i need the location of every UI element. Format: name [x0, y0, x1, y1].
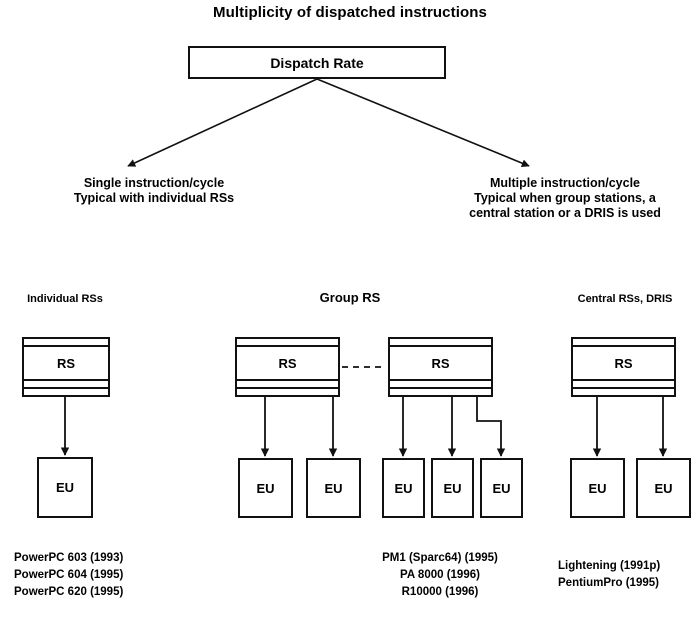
section-heading-group-rs: Group RS — [319, 290, 381, 305]
rs-label: RS — [431, 355, 450, 371]
rs-band-top — [237, 345, 338, 347]
rs-band-top — [573, 345, 674, 347]
dispatch-rate-label: Dispatch Rate — [270, 54, 364, 71]
rs-band-lower-1 — [24, 379, 108, 381]
eu-box-individual-1: EU — [37, 457, 93, 518]
processor-list-group: PM1 (Sparc64) (1995) PA 8000 (1996) R100… — [382, 552, 498, 598]
rs-box-group-left: RS — [235, 337, 340, 397]
eu-label: EU — [443, 480, 462, 496]
rs-band-top — [24, 345, 108, 347]
eu-label: EU — [324, 480, 343, 496]
eu-box-group-3: EU — [382, 458, 425, 518]
arrow-rs-to-eu-group-5 — [476, 397, 506, 457]
rs-band-lower-1 — [573, 379, 674, 381]
eu-box-group-5: EU — [480, 458, 523, 518]
eu-box-group-4: EU — [431, 458, 474, 518]
arrow-dispatch-to-multiple — [316, 78, 530, 167]
eu-box-group-1: EU — [238, 458, 293, 518]
eu-label: EU — [55, 480, 75, 495]
eu-label: EU — [492, 480, 511, 496]
dispatch-rate-box: Dispatch Rate — [188, 46, 446, 79]
eu-label: EU — [256, 480, 275, 496]
rs-box-group-right: RS — [388, 337, 493, 397]
rs-band-lower-2 — [24, 387, 108, 389]
arrow-dispatch-to-single — [127, 78, 318, 167]
rs-box-central: RS — [571, 337, 676, 397]
rs-label: RS — [614, 355, 633, 371]
section-heading-individual-rss: Individual RSs — [27, 293, 103, 305]
rs-band-lower-1 — [390, 379, 491, 381]
rs-band-lower-2 — [573, 387, 674, 389]
processor-list-central: Lightening (1991p) PentiumPro (1995) — [558, 560, 661, 589]
branch-label-single: Single instruction/cycle Typical with in… — [73, 176, 235, 205]
rs-band-top — [390, 345, 491, 347]
branch-label-multiple: Multiple instruction/cycle Typical when … — [469, 176, 661, 220]
eu-box-central-1: EU — [570, 458, 625, 518]
page-title: Multiplicity of dispatched instructions — [213, 4, 487, 21]
eu-label: EU — [394, 480, 413, 496]
rs-label: RS — [56, 355, 76, 371]
rs-label: RS — [278, 355, 297, 371]
rs-band-lower-2 — [390, 387, 491, 389]
rs-band-lower-2 — [237, 387, 338, 389]
processor-list-individual: PowerPC 603 (1993) PowerPC 604 (1995) Po… — [14, 552, 124, 598]
section-heading-central-rss-dris: Central RSs, DRIS — [577, 293, 673, 305]
rs-band-lower-1 — [237, 379, 338, 381]
eu-label: EU — [588, 480, 607, 496]
eu-box-central-2: EU — [636, 458, 691, 518]
eu-box-group-2: EU — [306, 458, 361, 518]
rs-box-individual: RS — [22, 337, 110, 397]
eu-label: EU — [654, 480, 673, 496]
